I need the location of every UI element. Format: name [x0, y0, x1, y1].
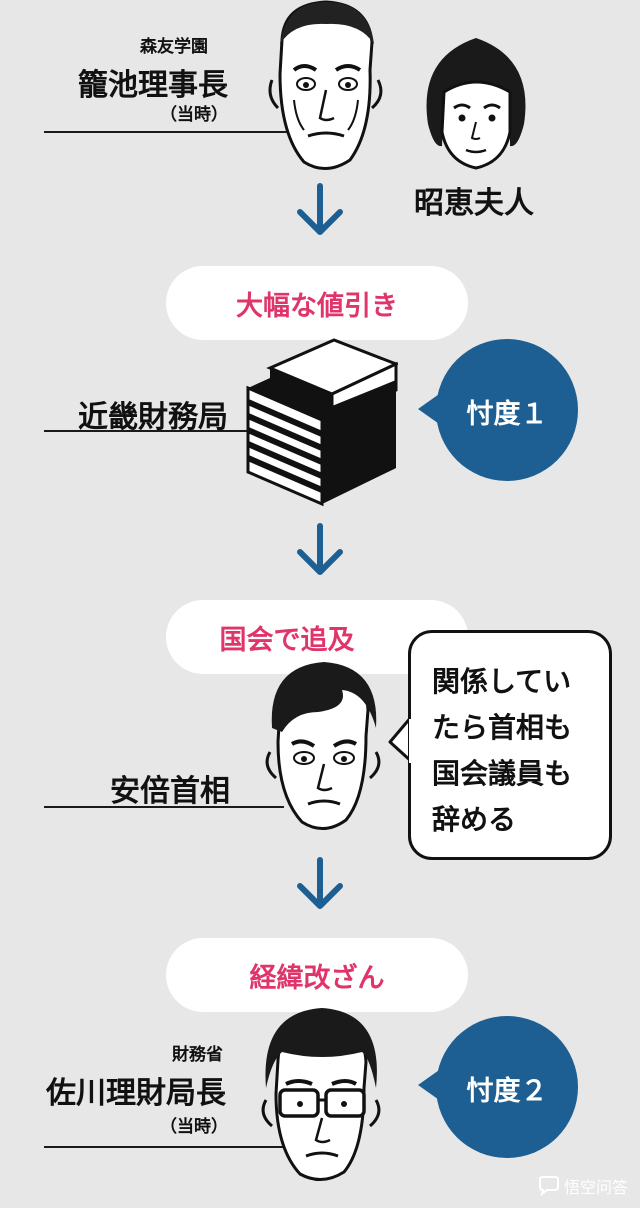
akie-name-label: 昭恵夫人: [414, 186, 534, 221]
kagoike-face-illustration: [268, 0, 383, 170]
sagawa-face-illustration: [261, 1008, 381, 1181]
watermark: 悟空问答: [538, 1174, 628, 1198]
chat-bubble-icon: [538, 1176, 559, 1196]
speech-line-4: 辞める: [432, 803, 517, 836]
kagoike-org-label: 森友学園: [140, 37, 208, 57]
sontaku-1-label: 忖度１: [466, 399, 548, 430]
kagoike-note-label: （当時）: [160, 105, 228, 125]
speech-line-1: 関係してい: [432, 665, 572, 698]
down-arrow-icon: [297, 183, 343, 235]
sagawa-name-label: 佐川理財局長: [46, 1076, 226, 1111]
document-tampering-label: 経緯改ざん: [249, 962, 385, 994]
sagawa-underline: [44, 1146, 284, 1148]
abe-underline: [44, 806, 284, 808]
discount-step-label: 大幅な値引き: [236, 290, 398, 322]
sagawa-note-label: （当時）: [160, 1117, 228, 1137]
sagawa-org-label: 財務省: [172, 1045, 223, 1065]
building-illustration: [246, 338, 398, 507]
kinki-finance-bureau-label: 近畿財務局: [78, 400, 228, 435]
discount-step-pill: 大幅な値引き: [166, 266, 468, 340]
akie-face-illustration: [426, 38, 526, 170]
kinki-underline: [44, 430, 250, 432]
abe-speech-bubble: [408, 630, 612, 860]
kagoike-underline: [44, 131, 294, 133]
document-tampering-pill: 経緯改ざん: [166, 938, 468, 1012]
sontaku-2-bubble: [436, 1016, 578, 1158]
down-arrow-icon: [297, 857, 343, 909]
abe-name-label: 安倍首相: [110, 774, 230, 809]
speech-line-2: たら首相も: [432, 711, 573, 744]
sontaku-2-label: 忖度２: [466, 1076, 548, 1107]
kagoike-name-label: 籠池理事長: [78, 68, 228, 103]
diet-questioning-label: 国会で追及: [219, 624, 355, 656]
speech-line-3: 国会議員も: [432, 757, 573, 790]
watermark-label: 悟空问答: [563, 1178, 628, 1197]
down-arrow-icon: [297, 523, 343, 575]
sontaku-1-bubble: [436, 339, 578, 481]
abe-face-illustration: [265, 662, 381, 830]
speech-tail-cover: [409, 719, 417, 763]
